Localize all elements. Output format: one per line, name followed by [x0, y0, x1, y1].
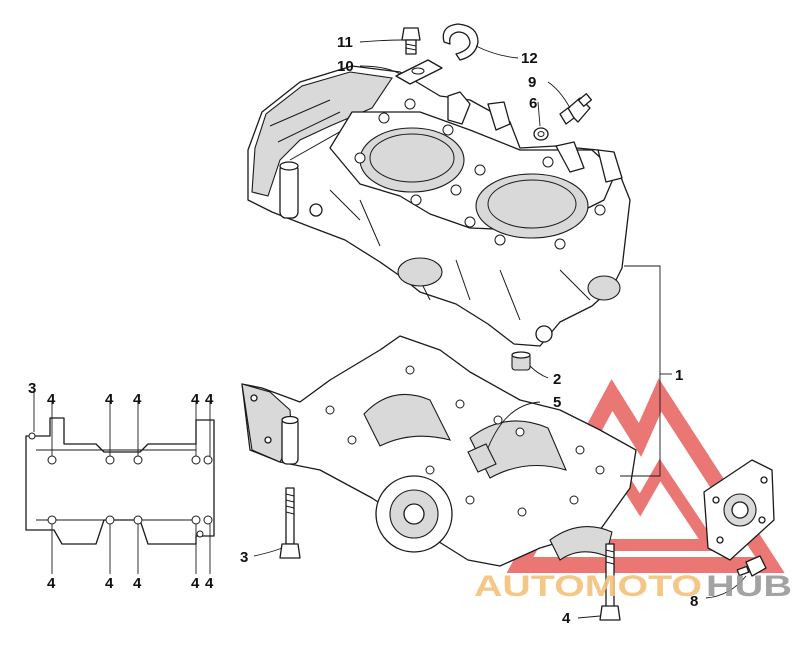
- part-10-plate: [395, 59, 443, 85]
- part-5-cylinder: [467, 443, 497, 473]
- part-4-bolt: [599, 543, 621, 621]
- callout-9: 9: [528, 74, 536, 91]
- part-9-fitting: [559, 93, 593, 125]
- inset-bolt-pattern: [25, 417, 215, 545]
- lower-crankcase: [241, 335, 637, 567]
- callout-4-inset-bottom-2: 4: [105, 575, 114, 592]
- part-3-bolt: [279, 487, 301, 559]
- callout-6: 6: [529, 95, 537, 112]
- callout-4-inset-top-1: 4: [47, 391, 56, 408]
- upper-case-tube: [279, 163, 299, 219]
- callout-12: 12: [521, 50, 538, 67]
- callout-3-inset: 3: [28, 380, 36, 397]
- part-11-bolt: [401, 27, 421, 55]
- callout-11: 11: [337, 34, 353, 51]
- callout-4-inset-top-2: 4: [105, 391, 114, 408]
- callout-4-inset-bottom-3: 4: [133, 575, 142, 592]
- callout-4-inset-top-3: 4: [133, 391, 142, 408]
- callout-2: 2: [553, 371, 561, 388]
- part-8-cover: [703, 459, 775, 561]
- callout-4-inset-bottom-1: 4: [47, 575, 56, 592]
- callout-8: 8: [690, 593, 698, 610]
- callout-5: 5: [553, 394, 561, 411]
- watermark-text-right: HUB: [706, 570, 792, 603]
- callout-10: 10: [337, 58, 354, 75]
- part-8-bolt: [736, 555, 767, 577]
- leader-lines: [33, 39, 747, 619]
- part-12-clamp: [442, 23, 479, 61]
- callout-3-bolt: 3: [240, 549, 248, 566]
- callout-4-inset-bottom-5: 4: [205, 575, 214, 592]
- callout-labels: 11 10 12 9 6 1 2 5 3 4 8 3 4 4 4 4 4 4 4…: [28, 34, 698, 627]
- upper-crankcase: [247, 65, 631, 347]
- callout-4-inset-top-4: 4: [191, 391, 200, 408]
- part-2-bushing: [511, 351, 531, 371]
- callout-4-inset-bottom-4: 4: [191, 575, 200, 592]
- part-6-washer: [533, 127, 549, 141]
- watermark-triangle-outer: [506, 378, 785, 573]
- watermark-text-left: AUTOMOTO: [474, 570, 702, 603]
- watermark-text: AUTOMOTO HUB: [474, 570, 792, 603]
- callout-4-bottom: 4: [562, 610, 571, 627]
- callout-4-inset-top-5: 4: [205, 391, 214, 408]
- callout-1: 1: [675, 367, 683, 384]
